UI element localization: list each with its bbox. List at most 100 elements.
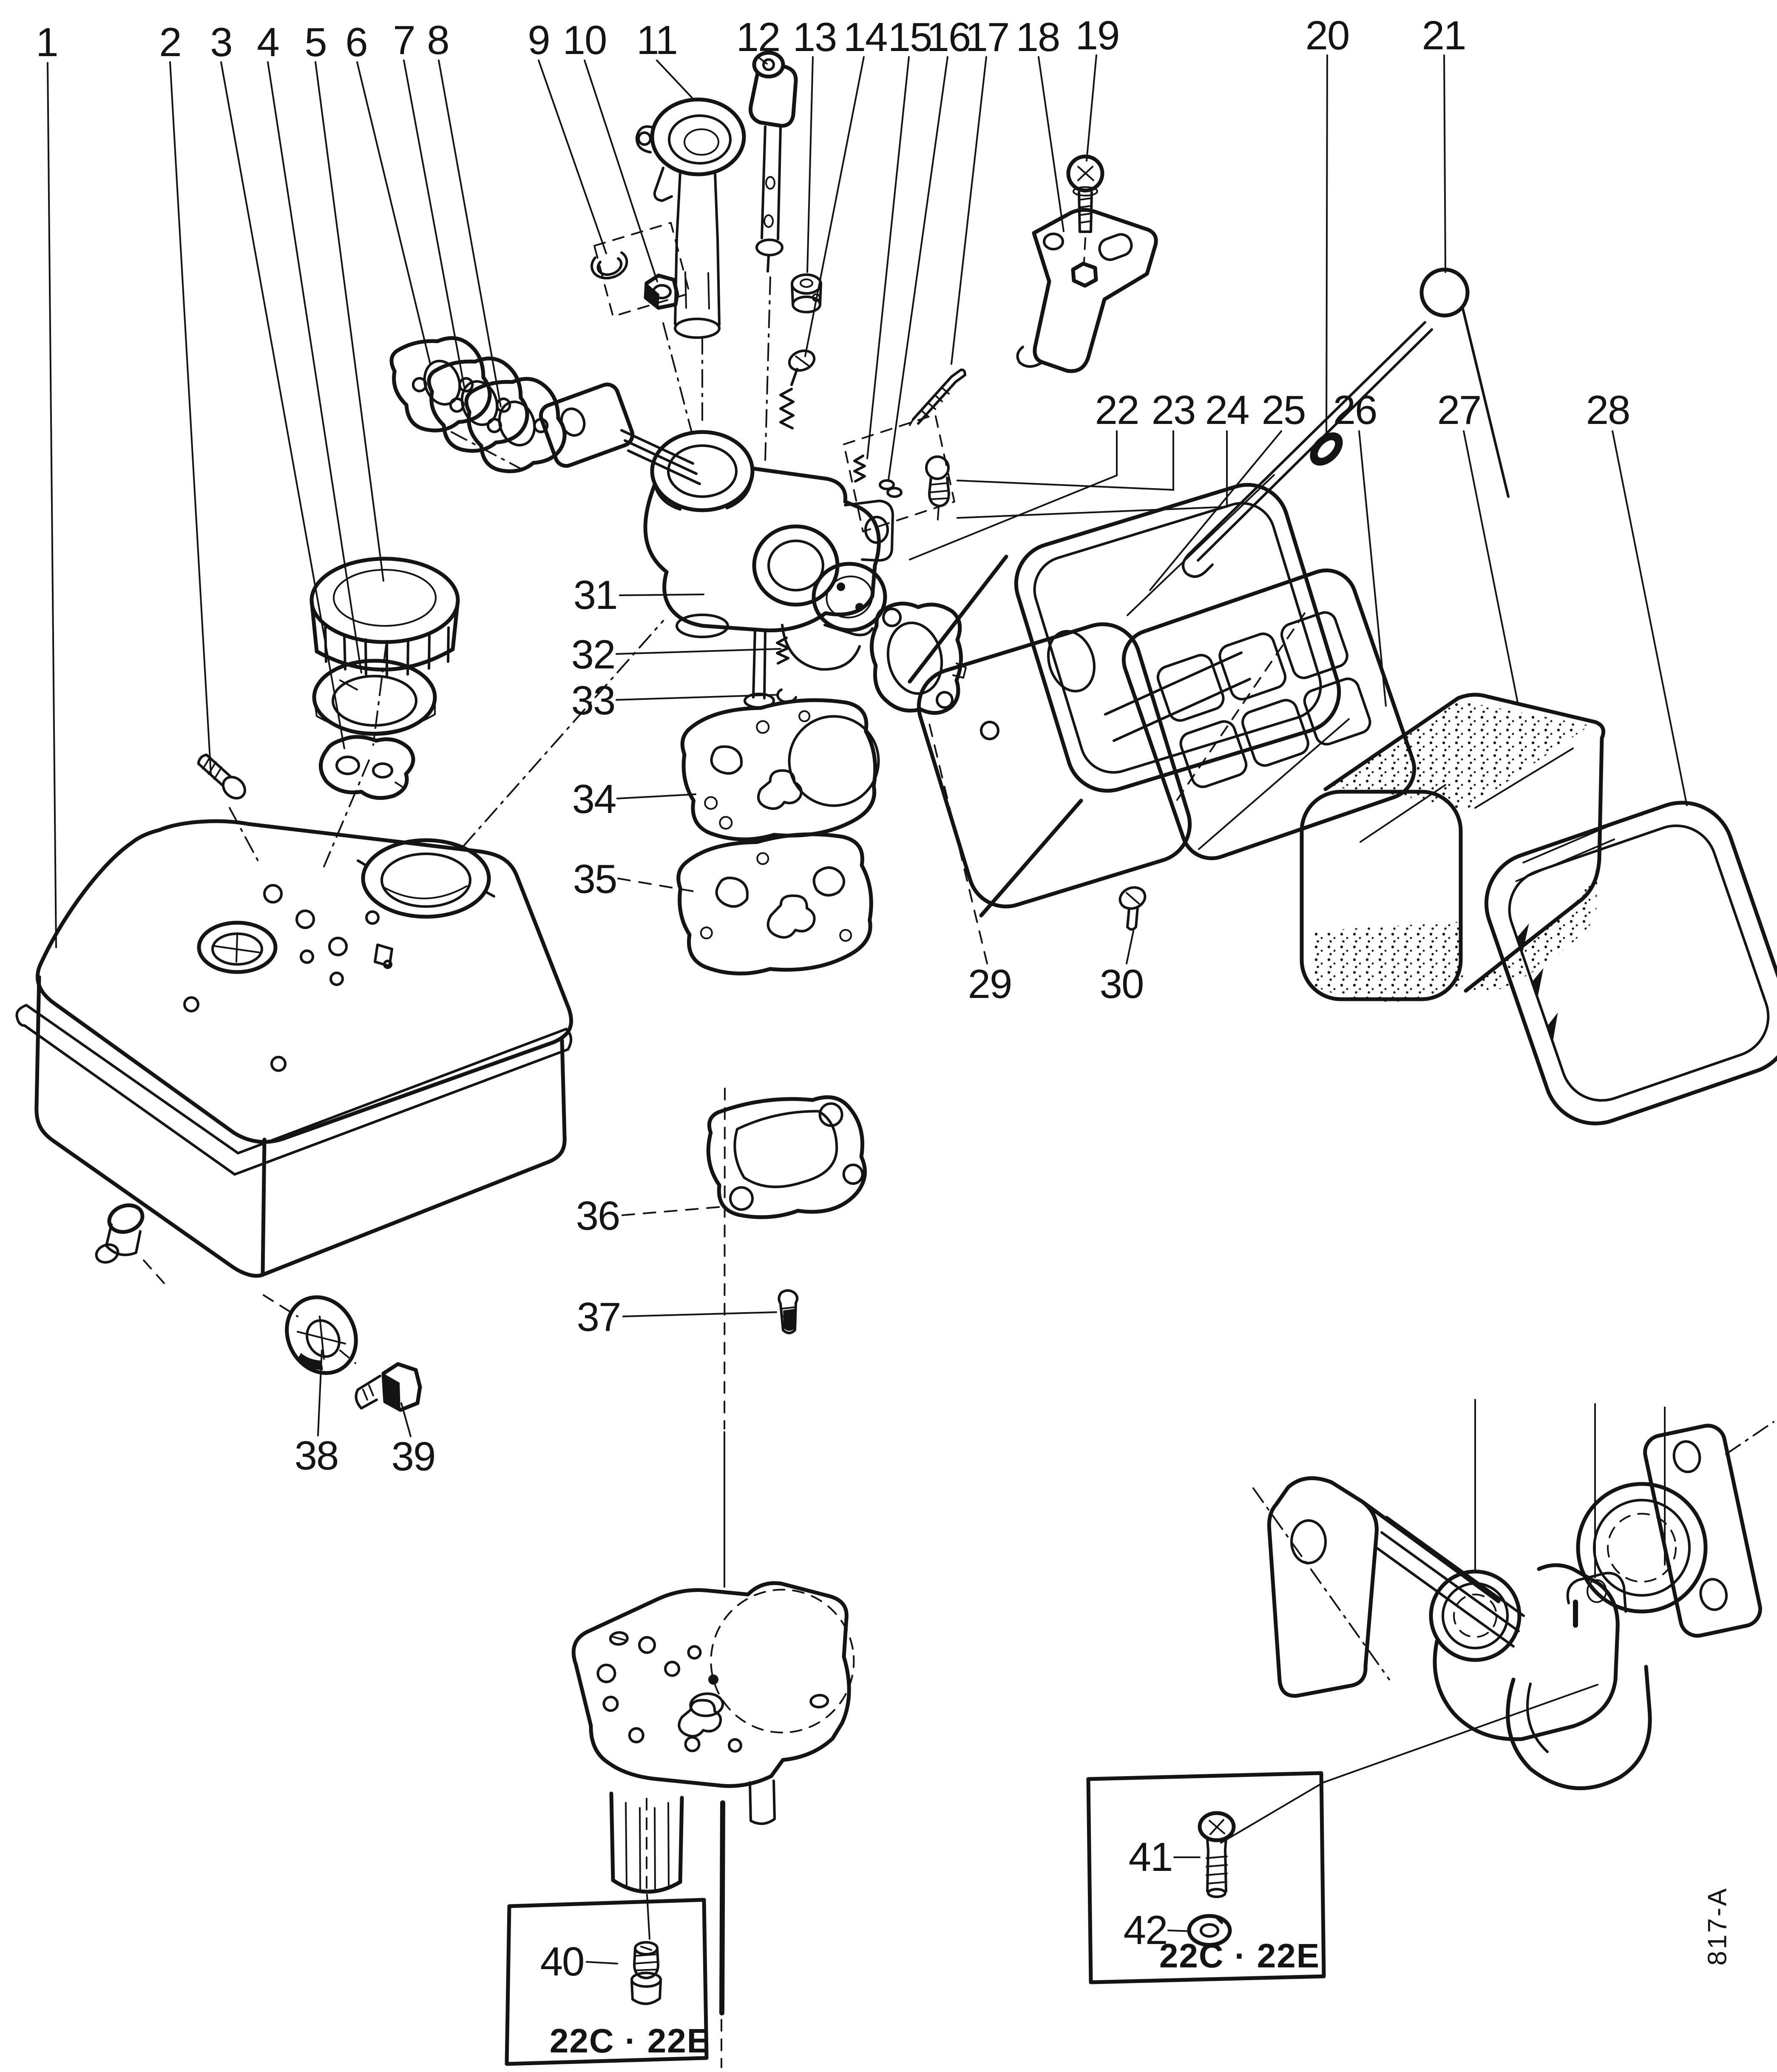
callout-40: 40 <box>540 1939 585 1984</box>
callout-41: 41 <box>1128 1834 1173 1880</box>
callout-9: 9 <box>528 17 550 63</box>
leader-18 <box>1038 56 1064 232</box>
needle-spring-washers <box>853 455 903 498</box>
idle-screw-spring <box>779 349 816 429</box>
cap-gasket-ring <box>312 659 437 736</box>
callout-6: 6 <box>345 20 368 65</box>
callout-35: 35 <box>573 856 618 902</box>
leader-30 <box>1126 930 1134 964</box>
pilot-jet-screw <box>925 455 950 520</box>
manifold-gaskets <box>389 336 567 473</box>
drawing-code: 817-A <box>1703 1887 1732 1966</box>
callout-17: 17 <box>965 14 1010 60</box>
callout-10: 10 <box>562 17 607 63</box>
leader-23 <box>957 430 1174 491</box>
filler-neck <box>357 838 495 919</box>
callout-1: 1 <box>36 20 58 65</box>
pump-spring <box>776 637 789 665</box>
cap-assembly-axis <box>229 645 387 867</box>
bowl-drain-rod <box>719 1779 776 2068</box>
leader-26 <box>1358 430 1387 707</box>
choke-lever-shaft <box>748 51 798 273</box>
pump-gasket <box>680 698 880 841</box>
leader-21 <box>1443 54 1446 273</box>
callout-34: 34 <box>572 776 617 822</box>
lock-washer <box>590 251 628 280</box>
callout-31: 31 <box>573 572 618 618</box>
callout-3: 3 <box>210 20 233 65</box>
callout-21: 21 <box>1422 13 1467 58</box>
leader-17 <box>951 56 987 365</box>
air-horn <box>635 97 746 339</box>
gauge-opening <box>197 921 278 974</box>
bracket-screw <box>1066 154 1104 288</box>
carburetor-body <box>643 430 894 709</box>
variant-leader-line <box>1220 1684 1598 1844</box>
leader-42 <box>1167 1930 1191 1932</box>
leader-33 <box>616 694 779 701</box>
leader-24 <box>957 430 1228 519</box>
leader-16 <box>888 56 948 480</box>
leader-14 <box>804 56 865 357</box>
leader-27 <box>1463 430 1519 703</box>
foam-filter-element <box>1300 693 1605 1002</box>
leader-2 <box>169 61 212 775</box>
flange-bolt <box>355 1362 422 1412</box>
variant-carburetor <box>1252 1399 1774 1791</box>
main-jet-nut <box>630 1941 662 2005</box>
callout-18: 18 <box>1016 14 1061 60</box>
leader-15 <box>866 56 910 459</box>
callout-2: 2 <box>159 20 182 65</box>
float-chamber <box>609 1791 684 1940</box>
callout-11: 11 <box>636 17 678 63</box>
callout-39: 39 <box>391 1434 436 1479</box>
fuel-cap <box>309 557 460 677</box>
fuel-petcock <box>95 1203 169 1288</box>
callout-15: 15 <box>888 14 933 60</box>
leader-28 <box>1612 430 1688 806</box>
inset-box-40 <box>505 1898 709 2066</box>
leader-32 <box>616 648 781 655</box>
leader-35 <box>617 878 699 893</box>
callout-38: 38 <box>294 1433 339 1478</box>
callout-37: 37 <box>576 1294 622 1340</box>
leader-6 <box>356 61 431 365</box>
callout-28: 28 <box>1586 387 1631 433</box>
hex-nut <box>644 273 679 310</box>
callout-5: 5 <box>304 20 327 65</box>
callout-27: 27 <box>1437 387 1482 433</box>
shaft-bushing <box>791 273 822 313</box>
float-bowl-plate <box>571 1581 855 1788</box>
leader-34 <box>616 793 696 799</box>
callout-4: 4 <box>257 20 279 65</box>
leader-4 <box>267 61 362 674</box>
air-cleaner-cover <box>1484 801 1777 1126</box>
leader-3 <box>220 61 345 749</box>
callout-16: 16 <box>926 14 971 60</box>
leader-1 <box>47 62 57 948</box>
leader-7 <box>403 60 465 388</box>
callout-20: 20 <box>1305 13 1350 58</box>
callout-26: 26 <box>1333 387 1378 433</box>
pump-pin <box>778 1289 799 1334</box>
leader-8 <box>438 60 502 407</box>
callout-36: 36 <box>576 1193 621 1239</box>
bolt-axis <box>263 1294 356 1364</box>
leader-5 <box>315 61 384 582</box>
leader-31 <box>619 594 704 596</box>
callout-13: 13 <box>792 14 837 60</box>
mixture-needle <box>909 368 966 426</box>
filter-grid-plate <box>1121 568 1416 861</box>
callout-24: 24 <box>1205 387 1250 433</box>
housing-screw <box>1118 886 1147 931</box>
inset-code-left: 22C · 22E <box>549 2022 711 2060</box>
callout-7: 7 <box>393 17 415 63</box>
leader-11 <box>656 60 693 99</box>
tank-screw <box>197 753 246 800</box>
pump-body-gasket <box>706 1095 867 1219</box>
leader-29 <box>928 719 988 964</box>
mount-washer <box>285 1295 358 1375</box>
callout-23: 23 <box>1151 387 1196 433</box>
pump-rod-axis <box>724 1088 726 1430</box>
